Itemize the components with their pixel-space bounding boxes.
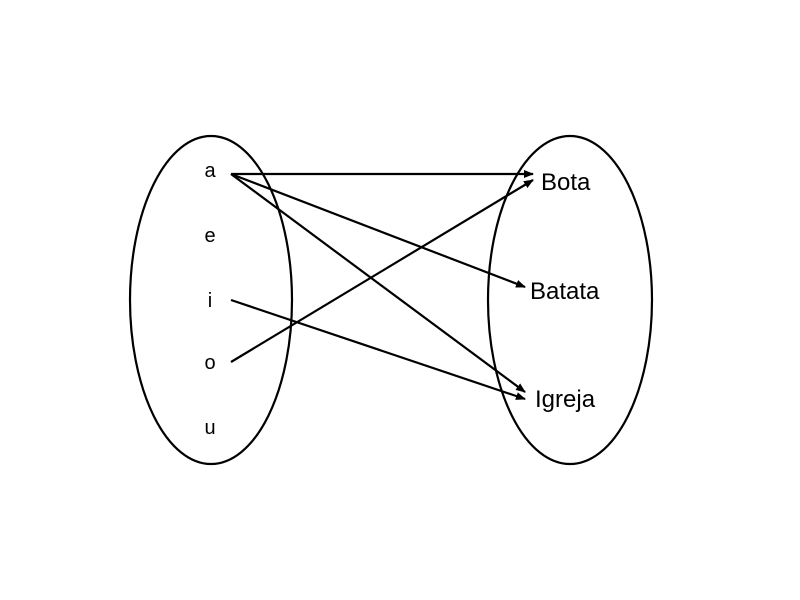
- domain-element-e: e: [204, 225, 215, 247]
- arrow-o-to-bota: [230, 179, 534, 363]
- mapping-arrows: [230, 170, 534, 401]
- domain-element-u: u: [204, 417, 215, 439]
- domain-element-a: a: [204, 160, 216, 182]
- domain-element-o: o: [204, 352, 215, 374]
- arrow-a-to-igreja: [230, 173, 526, 393]
- domain-element-i: i: [208, 290, 212, 312]
- codomain-element-igreja: Igreja: [535, 386, 596, 413]
- domain-set-ellipse: [128, 134, 294, 466]
- arrow-a-to-batata: [230, 172, 526, 289]
- codomain-element-batata: Batata: [530, 278, 600, 305]
- codomain-element-bota: Bota: [541, 169, 591, 196]
- arrow-i-to-igreja: [230, 298, 526, 401]
- codomain-set-ellipse: [486, 134, 654, 466]
